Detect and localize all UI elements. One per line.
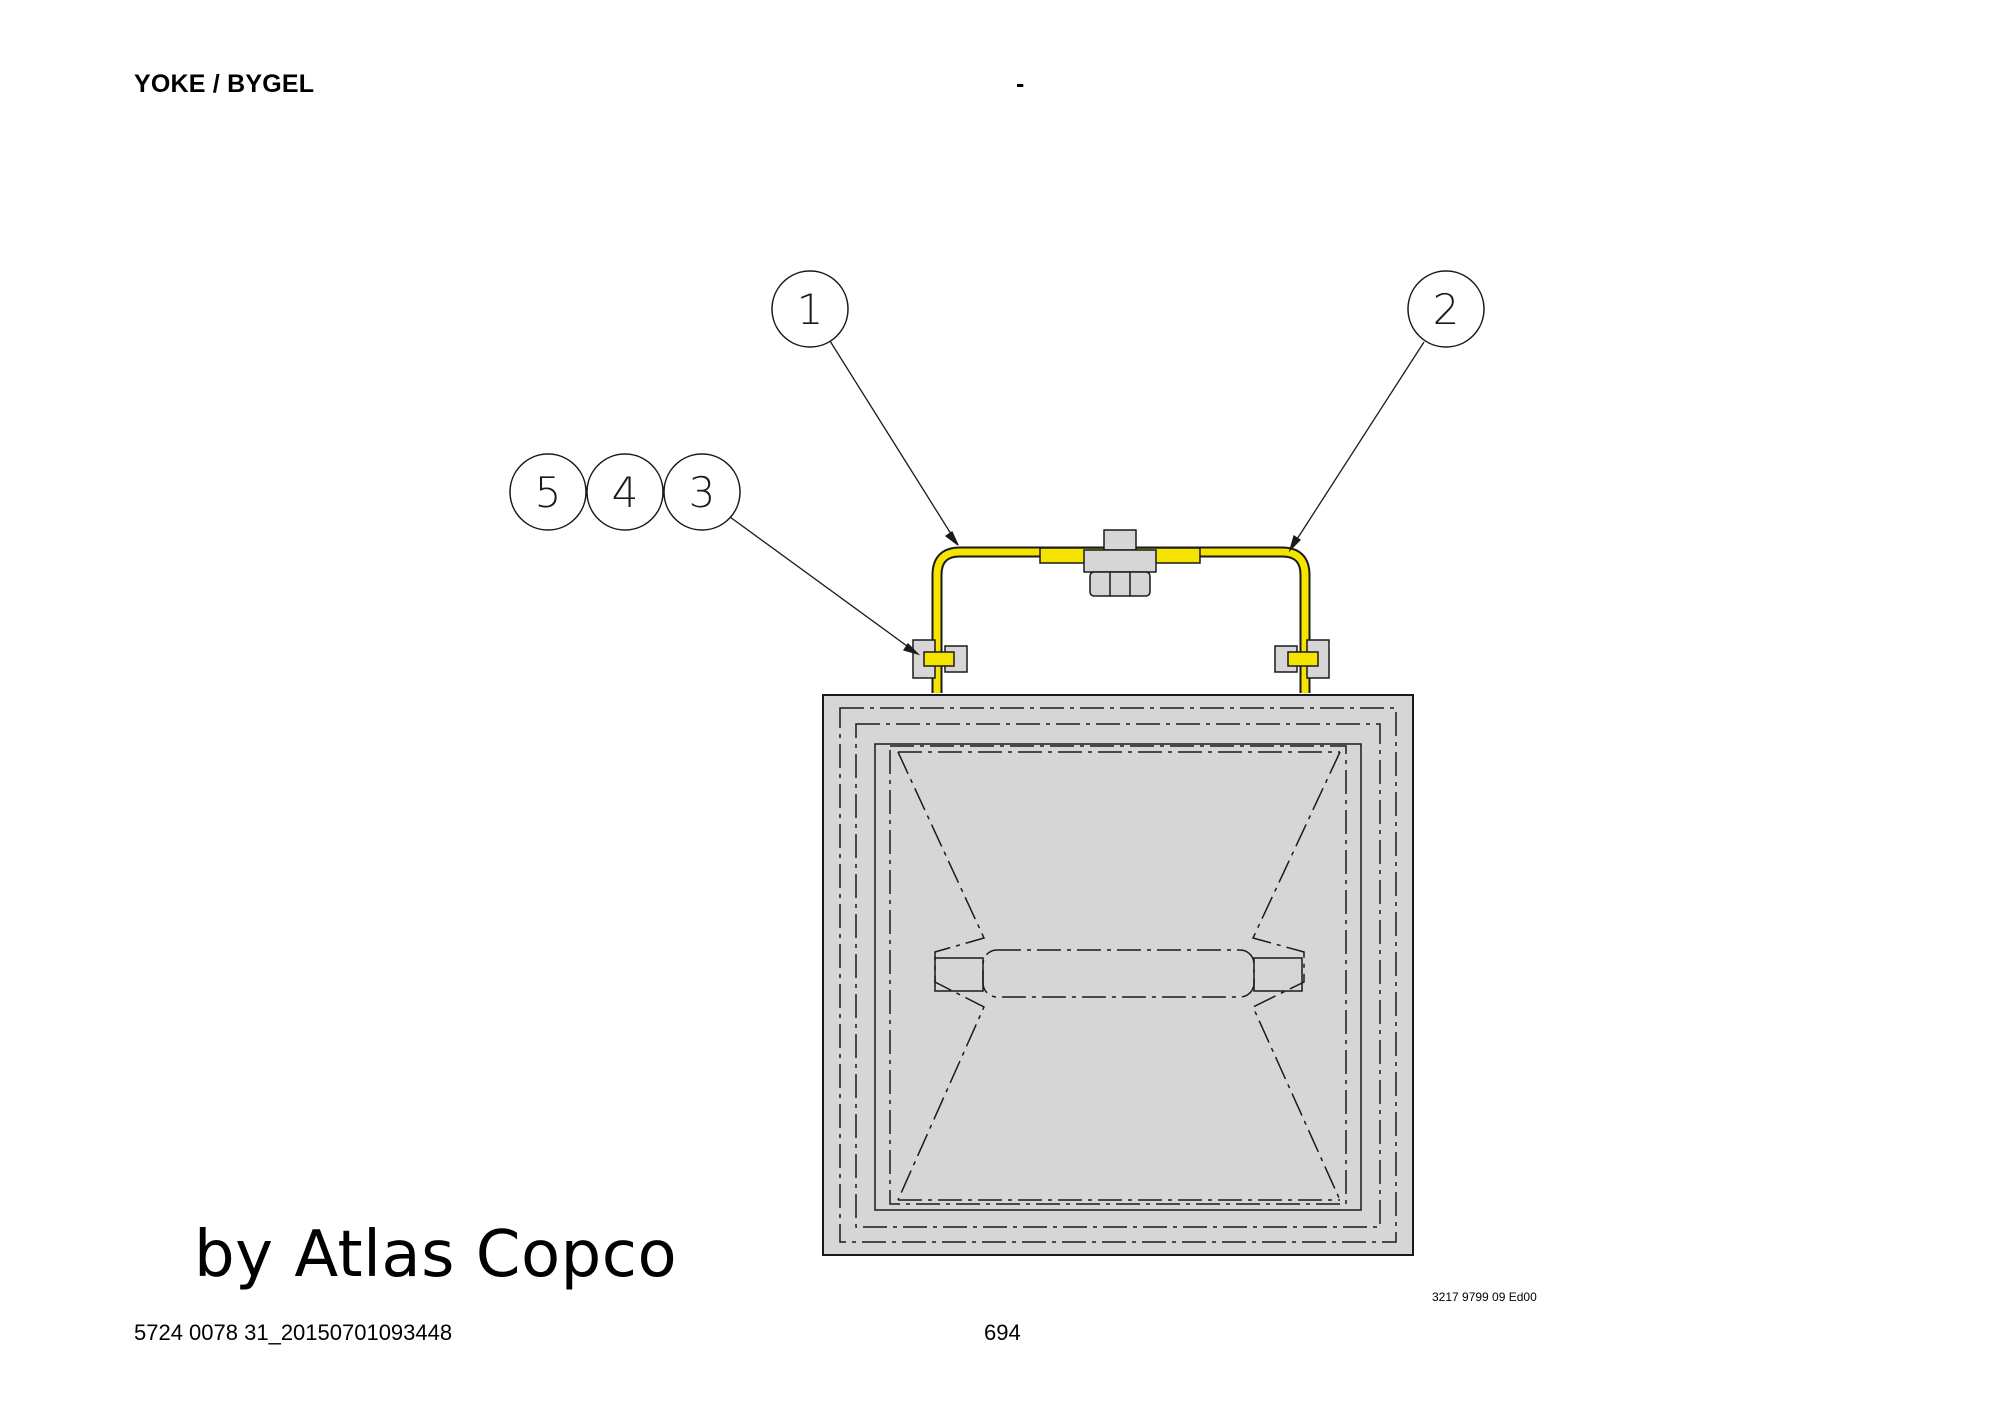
- callout-5: 5: [509, 453, 587, 531]
- floodlight-housing: [822, 694, 1414, 1256]
- callout-4-label: 4: [612, 468, 639, 517]
- callout-2-label: 2: [1433, 285, 1460, 334]
- callout-5-label: 5: [535, 468, 562, 517]
- lamp-tube: [934, 949, 1303, 998]
- callout-2: 2: [1407, 270, 1485, 348]
- header-dash: -: [1016, 70, 1025, 98]
- callout-4: 4: [586, 453, 664, 531]
- page-title: YOKE / BYGEL: [134, 70, 315, 98]
- left-side-bolt: [912, 639, 968, 679]
- callout-1: 1: [771, 270, 849, 348]
- callout-1-label: 1: [797, 285, 824, 334]
- watermark: by Atlas Copco: [194, 1218, 678, 1292]
- document-id: 5724 0078 31_20150701093448: [134, 1320, 453, 1345]
- callout-3: 3: [663, 453, 741, 531]
- right-side-bolt: [1274, 639, 1330, 679]
- center-bolt: [1083, 529, 1157, 597]
- leader-lines: [729, 340, 1425, 656]
- page-number: 694: [984, 1320, 1021, 1345]
- drawing-code: 3217 9799 09 Ed00: [1432, 1290, 1537, 1304]
- callout-3-label: 3: [689, 468, 716, 517]
